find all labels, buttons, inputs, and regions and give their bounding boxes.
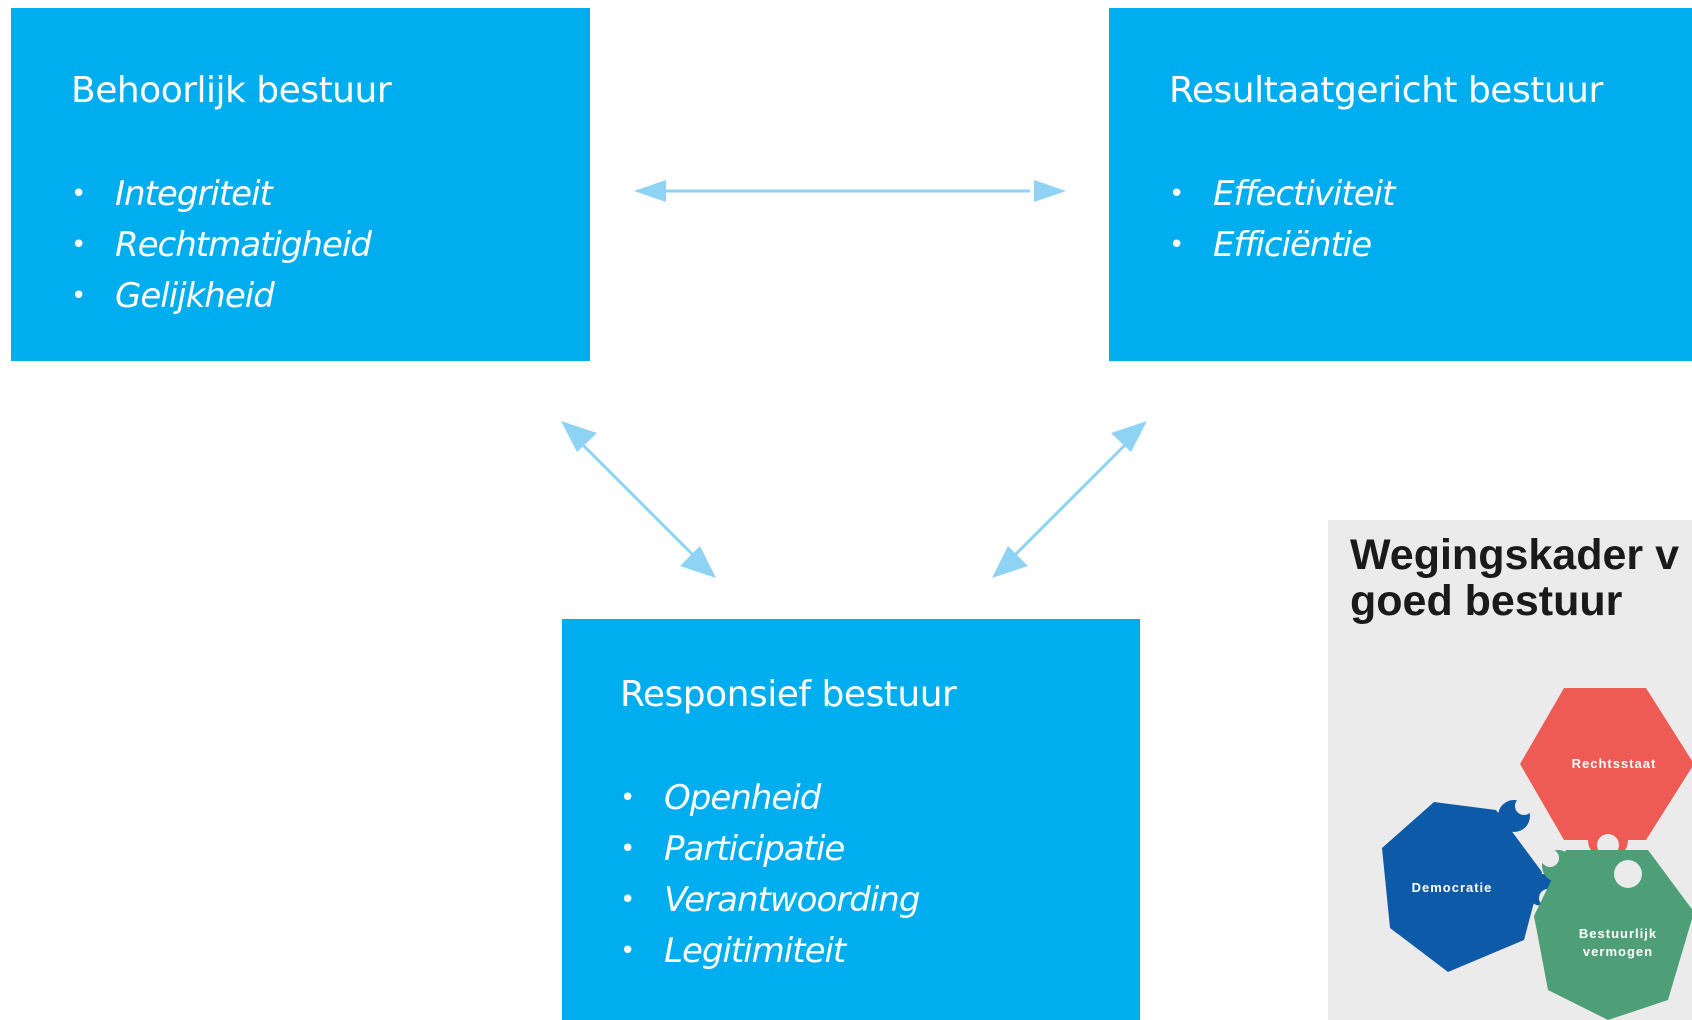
box-title: Resultaatgericht bestuur (1169, 70, 1603, 111)
bullet-icon: • (620, 936, 635, 966)
arrow-behoorlijk-responsief (576, 438, 698, 560)
wegingskader-inset: Rechtsstaat Democratie Bestuurlijk vermo… (1328, 520, 1692, 1020)
box-behoorlijk-bestuur: Behoorlijk bestuur •Integriteit •Rechtma… (11, 8, 590, 361)
bullet-icon: • (71, 281, 86, 311)
box-title: Responsief bestuur (620, 674, 957, 715)
bullet-icon: • (620, 885, 635, 915)
piece-label-bestuurlijk-1: Bestuurlijk (1579, 926, 1657, 941)
box-title: Behoorlijk bestuur (71, 70, 392, 111)
bullet-icon: • (1169, 230, 1184, 260)
arrowhead-upleft (561, 421, 597, 452)
puzzle-piece-bestuurlijk-vermogen: Bestuurlijk vermogen (1534, 849, 1692, 1020)
bullet-icon: • (71, 230, 86, 260)
puzzle-graphic: Rechtsstaat Democratie Bestuurlijk vermo… (1382, 688, 1692, 1020)
bullet-icon: • (71, 179, 86, 209)
box-responsief-bestuur: Responsief bestuur •Openheid •Participat… (562, 619, 1140, 1020)
puzzle-piece-democratie: Democratie (1382, 797, 1558, 972)
arrow-resultaat-responsief (1010, 438, 1132, 560)
bullet-icon: • (620, 783, 635, 813)
arrowhead-left (634, 180, 666, 202)
box-resultaatgericht-bestuur: Resultaatgericht bestuur •Effectiviteit … (1109, 8, 1692, 361)
piece-label-rechtsstaat: Rechtsstaat (1572, 756, 1657, 771)
arrowhead-downleft (992, 546, 1028, 578)
puzzle-piece-rechtsstaat: Rechtsstaat (1520, 688, 1692, 860)
bullet-icon: • (1169, 179, 1184, 209)
arrowhead-downright (680, 546, 716, 578)
piece-label-democratie: Democratie (1412, 880, 1493, 895)
arrowhead-upright (1111, 421, 1147, 452)
arrowhead-right (1034, 180, 1066, 202)
bullet-icon: • (620, 834, 635, 864)
piece-label-bestuurlijk-2: vermogen (1583, 944, 1653, 959)
